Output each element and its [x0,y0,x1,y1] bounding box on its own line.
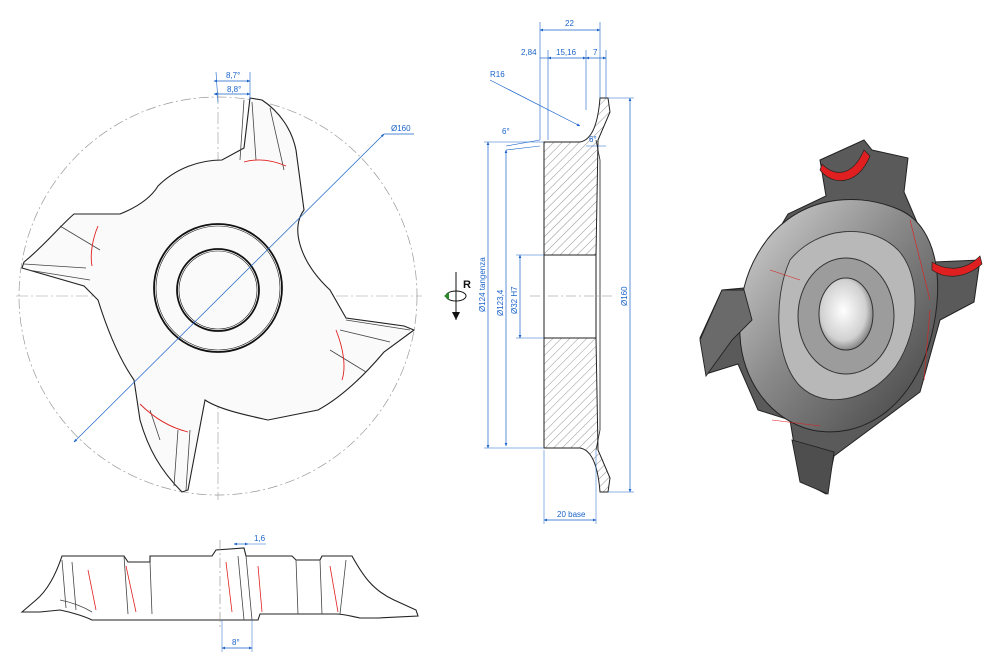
iso-red-edge-top [819,149,871,181]
dim-20-base: 20 base [557,510,586,519]
dim-arc-6-left [505,139,541,151]
iso-tooth-left [699,289,753,378]
dim-22: 22 [565,19,574,28]
bottom-red-edges [87,561,339,613]
iso-red-edge-right [931,255,983,277]
dim-diameter-124: Ø124 tangenza [478,257,487,312]
iso-tooth-bottom [791,439,835,495]
dim-diameter-160: Ø160 [391,124,411,133]
section-lower-hatch [543,337,611,493]
dim-1516: 15,16 [556,48,577,57]
section-view: 22 2,84 15,16 7 R16 6° 6° Ø124 tangenza … [444,19,634,524]
dim-ext-angle-left [215,71,219,103]
front-view: Ø160 8,7° 8,8° [16,71,422,500]
section-bore [543,254,597,339]
dim-line-diameter-160 [73,133,385,443]
dim-angle-6-right: 6° [589,135,597,144]
bottom-inner-lines [59,555,347,621]
rotation-label: R [463,279,471,291]
dim-line-r16 [489,79,581,127]
dim-diameter-160-right: Ø160 [620,286,629,306]
section-right-face [595,139,601,451]
iso-red-lines [769,219,931,427]
dim-16: 1,6 [254,534,266,543]
dim-r16: R16 [490,70,505,79]
dim-angle-88: 8,8° [227,85,241,94]
iso-bore [818,277,874,351]
dim-284: 2,84 [521,48,537,57]
dim-7: 7 [593,48,598,57]
dim-angle-8: 8° [232,638,240,647]
dim-diameter-32: Ø32 H7 [510,286,519,314]
bottom-view: 1,6 8° [20,534,419,652]
dim-angle-87: 8,7° [226,71,240,80]
section-upper-hatch [543,97,611,256]
isometric-3d-view [699,139,983,495]
dim-angle-6-left: 6° [502,127,510,136]
dim-diameter-1234: Ø123,4 [496,289,505,316]
rotation-symbol [444,272,467,320]
